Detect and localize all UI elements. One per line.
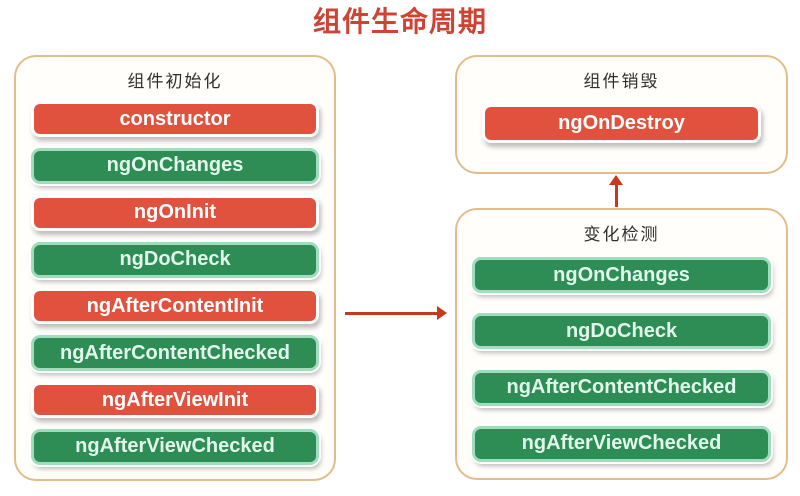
lifecycle-hook-ngAfterViewChecked: ngAfterViewChecked: [472, 425, 771, 462]
arrow-up-icon: [609, 175, 623, 207]
lifecycle-hook-ngAfterViewChecked: ngAfterViewChecked: [31, 428, 319, 465]
lifecycle-hook-ngOnDestroy: ngOnDestroy: [482, 104, 761, 143]
lifecycle-hook-ngOnInit: ngOnInit: [31, 194, 319, 231]
lifecycle-hook-ngDoCheck: ngDoCheck: [31, 241, 319, 278]
lifecycle-hook-constructor: constructor: [31, 101, 319, 137]
group-header-component-init: 组件初始化: [127, 72, 223, 91]
group-box-change-detection: 变化检测 ngOnChanges ngDoCheck ngAfterContentC…: [455, 208, 788, 480]
pill-list-component-destroy: ngOnDestroy: [457, 92, 786, 172]
arrow-right-icon: [345, 306, 447, 320]
pill-list-component-init: constructor ngOnChanges ngOnInit ngDoCheck n…: [16, 92, 334, 479]
pill-list-change-detection: ngOnChanges ngDoCheck ngAfterContentChecke…: [457, 245, 786, 478]
group-header-change-detection: 变化检测: [583, 225, 660, 244]
group-box-component-destroy: 组件销毁 ngOnDestroy: [455, 55, 788, 174]
group-box-component-init: 组件初始化 constructor ngOnChanges ngOnInit ngDo…: [14, 55, 336, 481]
lifecycle-hook-ngAfterContentInit: ngAfterContentInit: [31, 288, 319, 325]
lifecycle-hook-ngOnChanges: ngOnChanges: [31, 147, 319, 184]
lifecycle-hook-ngDoCheck: ngDoCheck: [472, 313, 771, 350]
lifecycle-hook-ngAfterViewInit: ngAfterViewInit: [31, 382, 319, 419]
lifecycle-hook-ngAfterContentChecked: ngAfterContentChecked: [31, 335, 319, 372]
lifecycle-hook-ngAfterContentChecked: ngAfterContentChecked: [472, 369, 771, 406]
group-header-component-destroy: 组件销毁: [583, 72, 660, 91]
page-title: 组件生命周期: [312, 6, 487, 37]
lifecycle-hook-ngOnChanges: ngOnChanges: [472, 257, 771, 293]
